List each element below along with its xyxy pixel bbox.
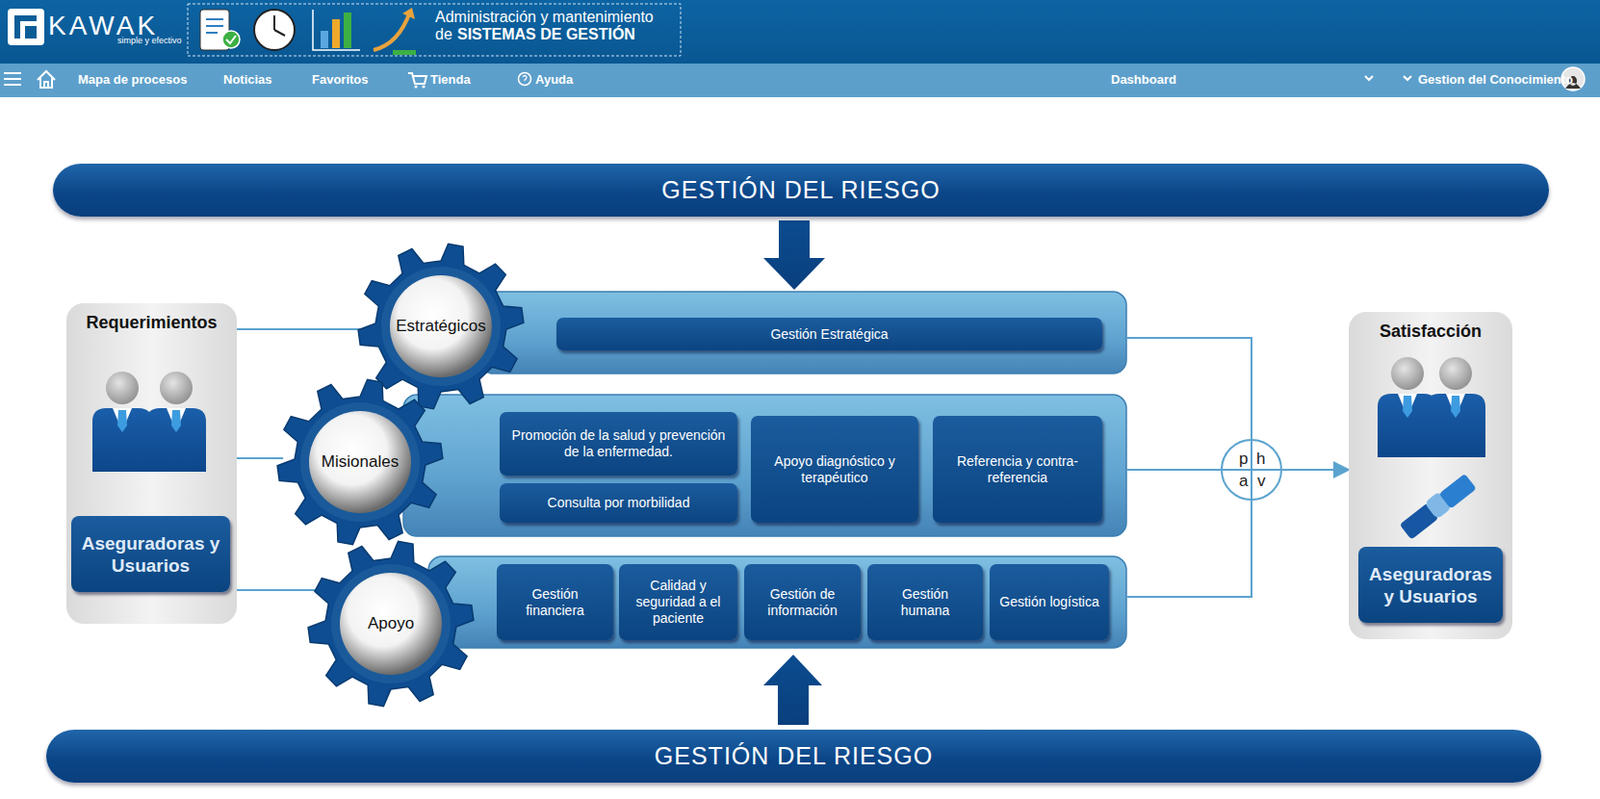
node-label: GESTIÓN DEL RIESGO — [654, 742, 933, 771]
stakeholder-box: Aseguradoras y Usuarios — [1358, 546, 1503, 623]
process-band — [403, 394, 1127, 537]
process-band — [428, 556, 1127, 648]
nav-item: Dashboard — [1110, 72, 1177, 87]
header-frame — [187, 3, 681, 56]
clock-hands — [274, 15, 285, 36]
node-label: Misionales — [273, 452, 447, 472]
node-label: Gestión Estratégica — [770, 326, 888, 343]
node-label: Consulta por morbilidad — [547, 494, 691, 512]
phva-divider — [1222, 468, 1281, 471]
growth-arrow — [373, 11, 411, 51]
cart-wheel — [413, 84, 417, 88]
chart-bar — [320, 30, 329, 49]
header-title: de — [435, 25, 453, 44]
panel-heading: Satisfacción — [1348, 321, 1513, 342]
nav-item: Tienda — [430, 72, 471, 87]
clipboard-lines — [206, 19, 224, 33]
node-label: Aseguradoras y Usuarios — [1366, 563, 1496, 608]
check-mark — [226, 35, 236, 44]
stakeholder-panel: RequerimientosAseguradoras y Usuarios — [66, 303, 237, 624]
process-box: Gestión logística — [989, 564, 1110, 641]
cart-icon — [408, 73, 427, 84]
node-label: Estratégicos — [354, 316, 528, 336]
nav-item: Gestion del Conocimiento — [1418, 72, 1574, 87]
connector-line — [1282, 468, 1349, 471]
chart-bar — [343, 12, 352, 49]
nav-item: Noticias — [223, 72, 273, 87]
growth-arrow-head — [402, 7, 415, 20]
menu-icon — [3, 73, 22, 85]
process-box: Gestión financiera — [496, 564, 614, 641]
process-box: Apoyo diagnóstico y terapéutico — [750, 415, 919, 523]
dropdown-chevron — [1365, 76, 1412, 80]
logo-mark-inner — [14, 15, 37, 39]
process-box: Calidad y seguridad a el paciente — [619, 564, 738, 641]
cycle-letter: h — [1256, 450, 1265, 468]
connector-line — [236, 589, 322, 592]
help-icon — [518, 73, 532, 86]
process-gear: Apoyo — [304, 537, 478, 711]
chart-bar — [332, 19, 340, 49]
process-box: Gestión humana — [867, 564, 983, 641]
node-label: Aseguradoras y Usuarios — [78, 532, 223, 577]
check-badge — [222, 30, 240, 49]
connector-line — [236, 457, 284, 460]
process-box: Gestión Estratégica — [556, 317, 1103, 351]
growth-base — [392, 50, 416, 55]
header-bar — [0, 0, 1600, 64]
header-title: Administración y mantenimiento — [435, 8, 654, 26]
node-label: Gestión humana — [877, 586, 974, 620]
node-label: Apoyo diagnóstico y terapéutico — [760, 453, 909, 487]
chart-axes — [312, 9, 361, 51]
cycle-letter: v — [1257, 472, 1266, 491]
cycle-letter: p — [1238, 450, 1248, 468]
node-label: Gestión logística — [999, 593, 1100, 611]
stakeholder-box: Aseguradoras y Usuarios — [71, 516, 231, 593]
cart-wheel — [421, 84, 425, 88]
process-gear: Misionales — [273, 375, 447, 549]
node-label: Gestión financiera — [506, 586, 604, 620]
nav-item: Ayuda — [535, 72, 573, 87]
nav-item: Mapa de procesos — [77, 72, 187, 87]
node-label: Referencia y contra-referencia — [942, 453, 1093, 487]
clock-icon — [254, 9, 295, 51]
node-label: Calidad y seguridad a el paciente — [628, 577, 728, 627]
stakeholder-panel: SatisfacciónAseguradoras y Usuarios — [1348, 311, 1513, 640]
logo-mark — [7, 8, 45, 46]
phva-cycle: phav — [1220, 438, 1283, 501]
node-label: GESTIÓN DEL RIESGO — [661, 176, 940, 205]
help-mark — [522, 76, 527, 82]
connector-line — [236, 328, 364, 331]
node-label: Promoción de la salud y prevención de la… — [509, 427, 728, 461]
clipboard-icon — [200, 9, 230, 51]
logo-text: simple y efectivo — [117, 35, 182, 46]
risk-band: GESTIÓN DEL RIESGO — [46, 729, 1542, 783]
home-icon — [37, 71, 55, 88]
process-box: Promoción de la salud y prevención de la… — [499, 412, 738, 476]
risk-arrow-down — [763, 220, 826, 290]
process-box: Gestión de información — [744, 564, 861, 641]
process-box: Consulta por morbilidad — [499, 483, 738, 523]
panel-heading: Requerimientos — [66, 312, 237, 334]
nav-item: Favoritos — [311, 72, 369, 87]
node-label: Apoyo — [304, 614, 478, 634]
header-title: SISTEMAS DE GESTIÓN — [457, 25, 636, 44]
cycle-letter: a — [1238, 472, 1248, 491]
risk-band: GESTIÓN DEL RIESGO — [52, 163, 1549, 217]
process-band — [479, 291, 1127, 374]
process-box: Referencia y contra-referencia — [932, 415, 1103, 523]
risk-arrow-up — [763, 654, 823, 725]
node-label: Gestión de información — [753, 586, 852, 620]
